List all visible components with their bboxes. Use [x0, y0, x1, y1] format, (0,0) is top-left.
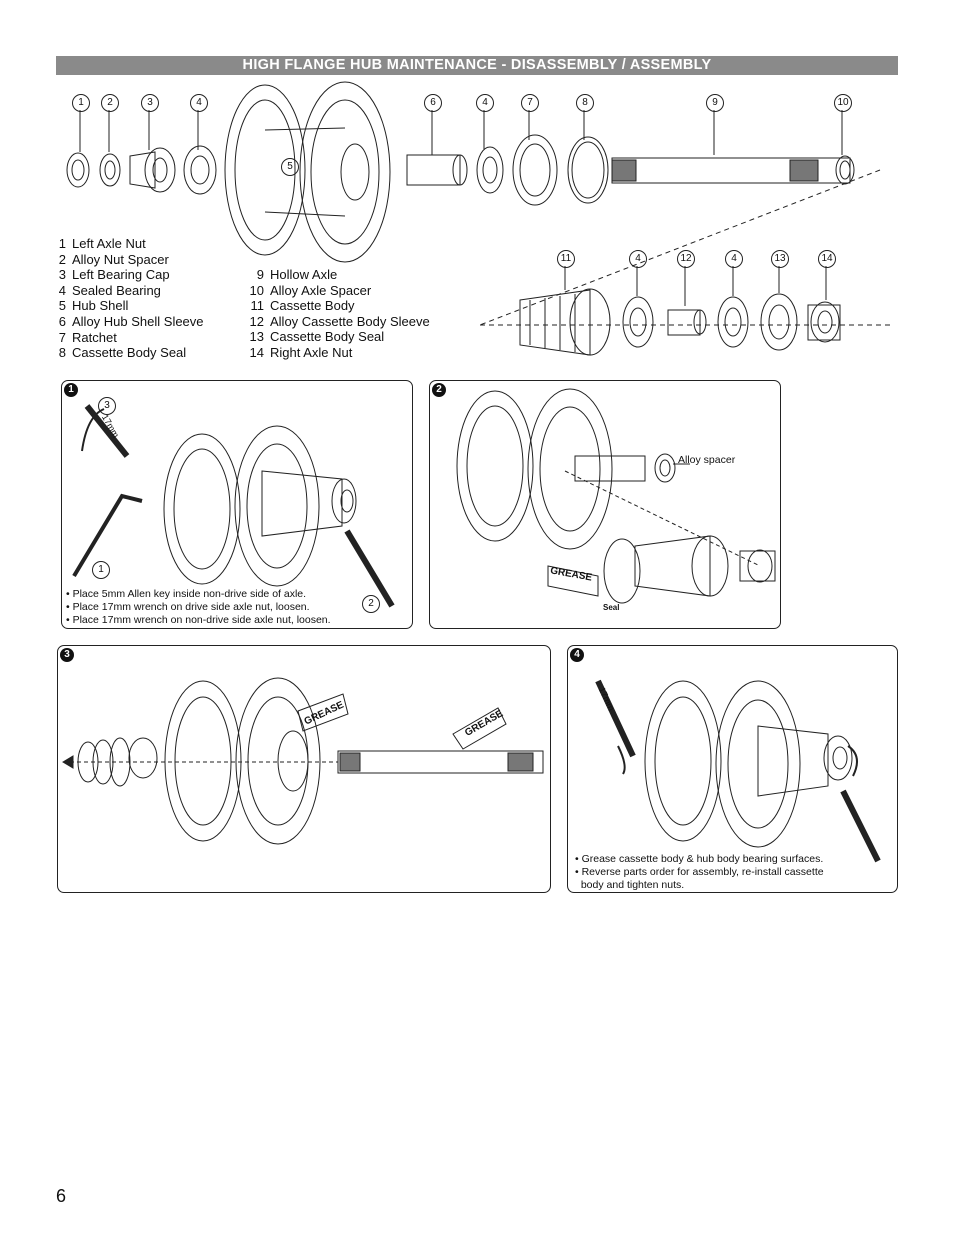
step-4-badge: 4 [570, 648, 584, 662]
step-2-illustration [456, 388, 776, 604]
step-4-notes: • Grease cassette body & hub body bearin… [575, 853, 824, 891]
alloy-spacer-label: Alloy spacer [678, 454, 736, 466]
callout-4c: 4 [629, 250, 647, 268]
step-3-badge: 3 [60, 648, 74, 662]
step-1-badge: 1 [64, 383, 78, 397]
step-1-illustration [72, 404, 395, 608]
step-1-callout-1: 1 [92, 561, 110, 579]
step-1-panel: 1 3 1 2 17mm • Place 5mm Allen key insid… [61, 380, 413, 629]
callout-8: 8 [576, 94, 594, 112]
callout-14: 14 [818, 250, 836, 268]
callout-4d: 4 [725, 250, 743, 268]
exploded-hub-diagram [66, 81, 890, 356]
step-3-illustration [62, 677, 544, 845]
callout-12: 12 [677, 250, 695, 268]
callout-7: 7 [521, 94, 539, 112]
seal-label: Seal [603, 603, 620, 612]
callout-2: 2 [101, 94, 119, 112]
callout-13: 13 [771, 250, 789, 268]
step-2-panel: 2 Alloy spacer GREASE Seal [429, 380, 781, 629]
step-2-badge: 2 [432, 383, 446, 397]
callout-1: 1 [72, 94, 90, 112]
callout-4: 4 [190, 94, 208, 112]
page-number: 6 [56, 1186, 67, 1206]
callout-11: 11 [557, 250, 575, 268]
step-1-notes: • Place 5mm Allen key inside non-drive s… [66, 588, 331, 626]
callout-10: 10 [834, 94, 852, 112]
step-1-callout-2: 2 [362, 595, 380, 613]
callout-9: 9 [706, 94, 724, 112]
step-4-illustration [595, 679, 881, 863]
callout-6: 6 [424, 94, 442, 112]
step-3-panel: 3 GREASE GREASE [57, 645, 551, 893]
section-title-banner: HIGH FLANGE HUB MAINTENANCE - DISASSEMBL… [56, 56, 898, 75]
callout-4b: 4 [476, 94, 494, 112]
step-4-panel: 4 17mm • Grease cassette body & hub body… [567, 645, 898, 893]
callout-3: 3 [141, 94, 159, 112]
